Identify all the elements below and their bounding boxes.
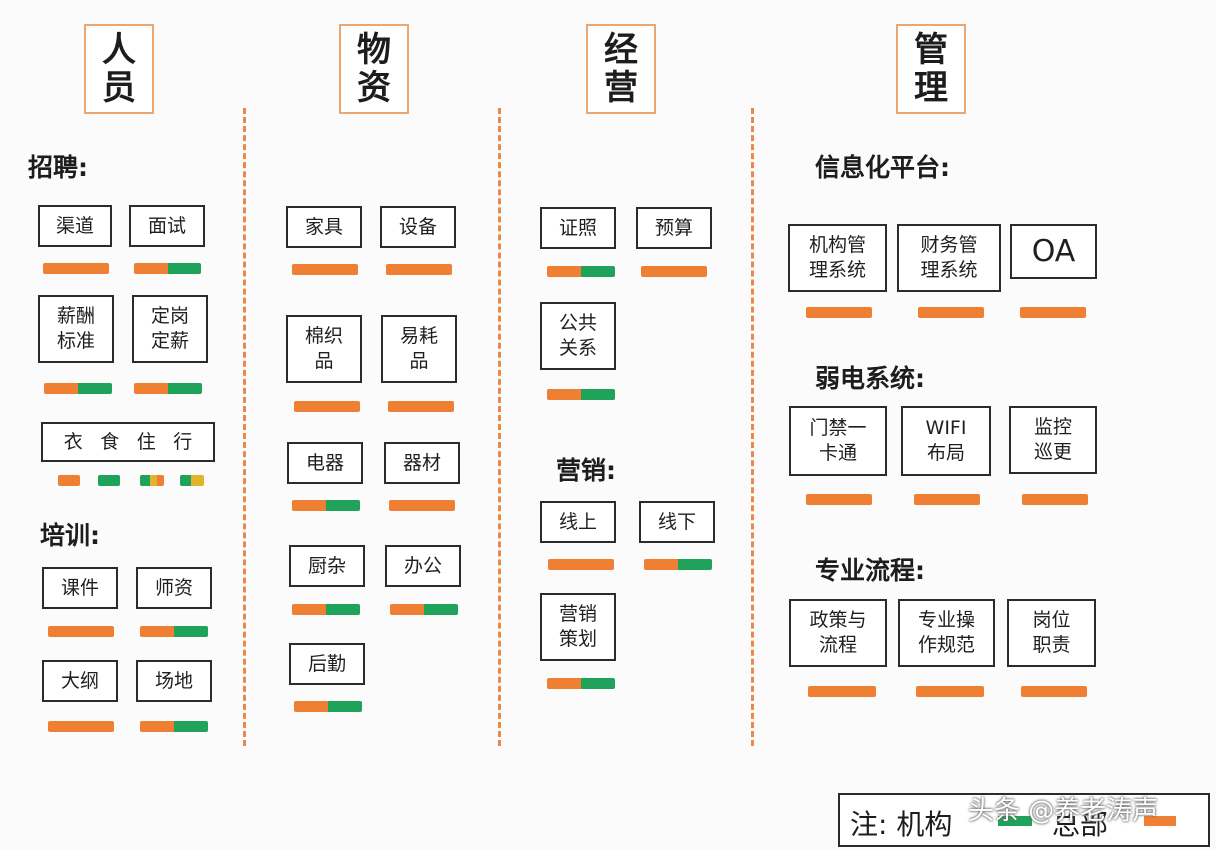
bar-furniture xyxy=(292,264,358,275)
header-people: 人员 xyxy=(84,24,154,114)
box-interview: 面试 xyxy=(129,205,205,247)
legend-note: 注: 机构 总部 xyxy=(838,793,1210,847)
bar-consumables xyxy=(388,401,454,412)
bar-wifi xyxy=(914,494,980,505)
box-equipment: 设备 xyxy=(380,206,456,248)
section-process: 专业流程: xyxy=(815,556,925,585)
box-office: 办公 xyxy=(385,545,461,587)
bar-logistics xyxy=(294,701,362,712)
header-operations: 经营 xyxy=(586,24,656,114)
section-weak-current: 弱电系统: xyxy=(815,364,925,393)
column-divider xyxy=(243,108,246,746)
header-operations-text: 经营 xyxy=(604,30,638,108)
bar-job-duties xyxy=(1021,686,1087,697)
legend-prefix: 注: xyxy=(850,808,888,841)
bar-budget xyxy=(641,266,707,277)
bar-access-card xyxy=(806,494,872,505)
bar-policy xyxy=(808,686,876,697)
box-faculty: 师资 xyxy=(136,567,212,609)
bar-institution-system xyxy=(806,307,872,318)
box-courseware: 课件 xyxy=(42,567,118,609)
bar-clothing xyxy=(58,475,80,486)
box-finance-system: 财务管 理系统 xyxy=(897,224,1001,292)
bar-faculty xyxy=(140,626,208,637)
box-budget: 预算 xyxy=(636,207,712,249)
bar-equipment xyxy=(386,264,452,275)
box-online: 线上 xyxy=(540,501,616,543)
bar-office xyxy=(390,604,458,615)
box-access-card: 门禁一 卡通 xyxy=(789,406,887,476)
legend-institution-swatch xyxy=(998,816,1032,826)
bar-online xyxy=(548,559,614,570)
living-clothing: 衣 xyxy=(63,430,83,453)
living-transport: 行 xyxy=(173,430,193,453)
box-syllabus: 大纲 xyxy=(42,660,118,702)
bar-apparatus xyxy=(389,500,455,511)
box-textiles: 棉织 品 xyxy=(286,315,362,383)
section-it-platform: 信息化平台: xyxy=(815,153,950,182)
header-management-text: 管理 xyxy=(914,30,948,108)
bar-marketing-plan xyxy=(547,678,615,689)
column-divider xyxy=(751,108,754,746)
bar-housing xyxy=(140,475,164,486)
box-offline: 线下 xyxy=(639,501,715,543)
bar-textiles xyxy=(294,401,360,412)
bar-licenses xyxy=(547,266,615,277)
box-salary-standard: 薪酬 标准 xyxy=(38,295,114,363)
bar-kitchen xyxy=(292,604,360,615)
box-logistics: 后勤 xyxy=(289,643,365,685)
box-job-duties: 岗位 职责 xyxy=(1007,599,1096,667)
box-appliances: 电器 xyxy=(287,442,363,484)
bar-channel xyxy=(43,263,109,274)
bar-interview xyxy=(134,263,201,274)
section-marketing: 营销: xyxy=(556,456,616,485)
bar-food xyxy=(98,475,120,486)
bar-appliances xyxy=(292,500,360,511)
box-oa: OA xyxy=(1010,224,1097,279)
legend-institution: 机构 xyxy=(896,808,953,841)
box-policy: 政策与 流程 xyxy=(789,599,887,667)
bar-transport xyxy=(180,475,204,486)
legend-text: 注: 机构 xyxy=(850,803,952,843)
bar-finance-system xyxy=(918,307,984,318)
box-post-salary: 定岗 定薪 xyxy=(132,295,208,363)
bar-syllabus xyxy=(48,721,114,732)
box-operation-spec: 专业操 作规范 xyxy=(898,599,995,667)
section-training: 培训: xyxy=(40,521,100,550)
bar-oa xyxy=(1020,307,1086,318)
bar-public-relations xyxy=(547,389,615,400)
box-consumables: 易耗 品 xyxy=(381,315,457,383)
bar-salary-standard xyxy=(44,383,112,394)
living-housing: 住 xyxy=(136,430,156,453)
bar-offline xyxy=(644,559,712,570)
header-management: 管理 xyxy=(896,24,966,114)
bar-venue xyxy=(140,721,208,732)
header-people-text: 人员 xyxy=(102,30,136,108)
bar-operation-spec xyxy=(916,686,984,697)
header-materials-text: 物资 xyxy=(357,30,391,108)
box-marketing-plan: 营销 策划 xyxy=(540,593,616,661)
box-licenses: 证照 xyxy=(540,207,616,249)
header-materials: 物资 xyxy=(339,24,409,114)
box-kitchen: 厨杂 xyxy=(289,545,365,587)
box-living: 衣 食 住 行 xyxy=(41,422,215,462)
legend-hq-swatch xyxy=(1144,816,1176,826)
box-public-relations: 公共 关系 xyxy=(540,302,616,370)
bar-surveillance xyxy=(1022,494,1088,505)
box-apparatus: 器材 xyxy=(384,442,460,484)
box-venue: 场地 xyxy=(136,660,212,702)
legend-hq: 总部 xyxy=(1052,808,1109,841)
living-food: 食 xyxy=(100,430,120,453)
box-furniture: 家具 xyxy=(286,206,362,248)
box-channel: 渠道 xyxy=(38,205,112,247)
bar-post-salary xyxy=(134,383,202,394)
box-surveillance: 监控 巡更 xyxy=(1009,406,1097,474)
box-wifi: WIFI 布局 xyxy=(901,406,991,476)
bar-courseware xyxy=(48,626,114,637)
section-recruit: 招聘: xyxy=(28,153,88,182)
box-institution-system: 机构管 理系统 xyxy=(788,224,887,292)
column-divider xyxy=(498,108,501,746)
